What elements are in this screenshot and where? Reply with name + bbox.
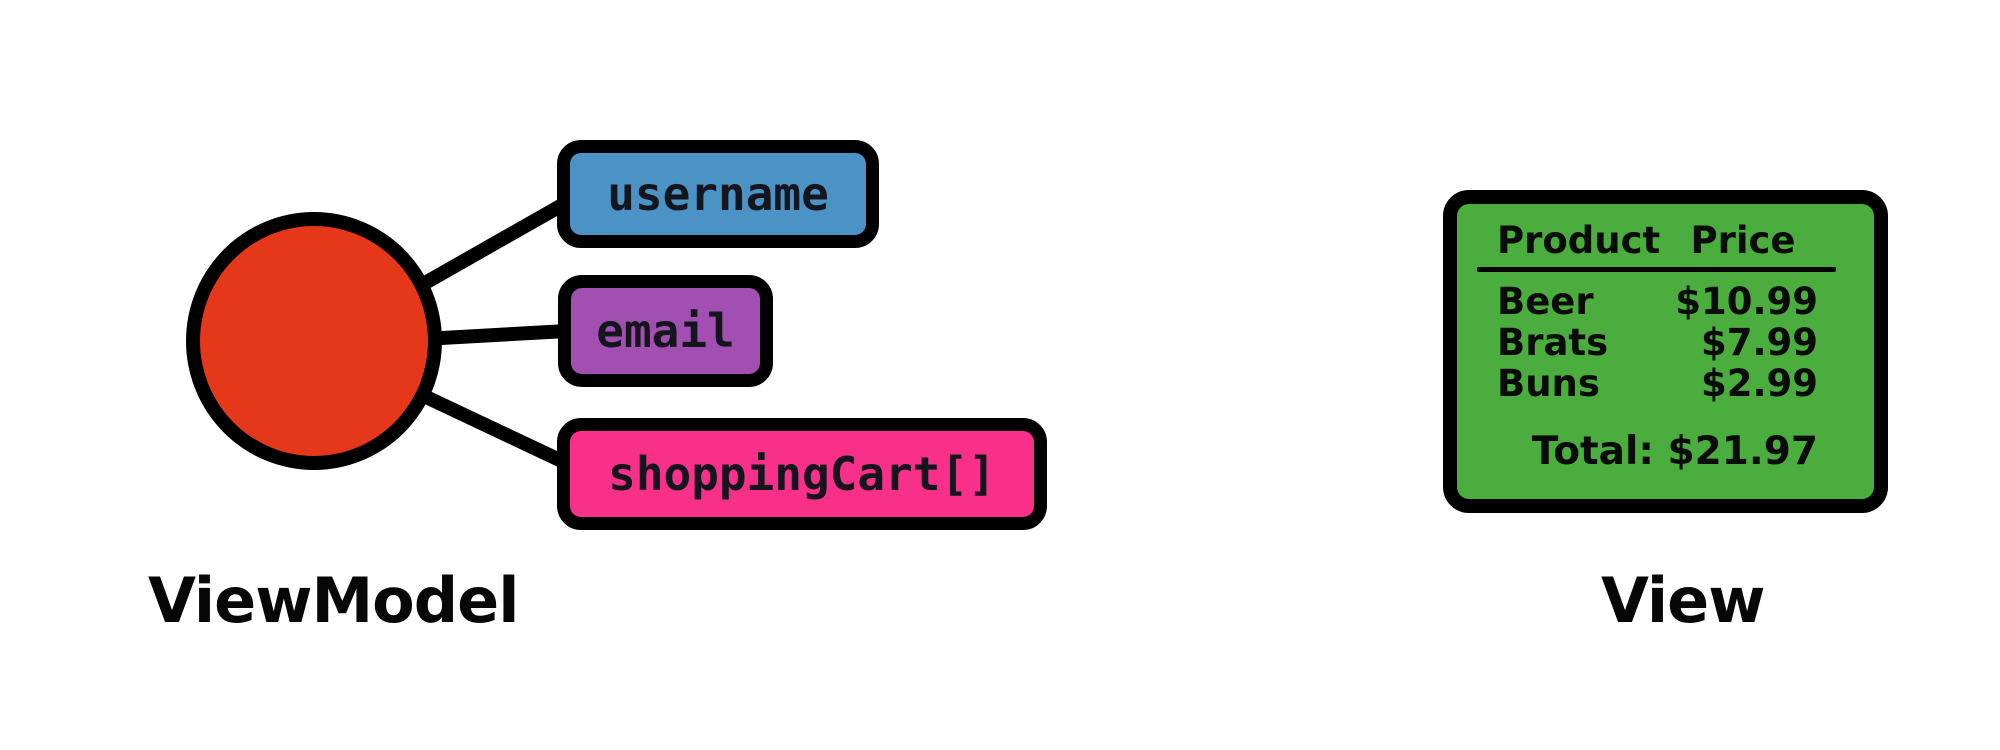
property-box-username: username [557,140,879,248]
property-label-username: username [607,167,829,221]
property-box-email: email [558,275,773,387]
product-cell: Beer [1497,280,1594,323]
view-caption: View [1601,564,1765,637]
price-cell: $7.99 [1700,321,1818,364]
property-label-shopping-cart: shoppingCart[] [608,447,996,501]
product-cell: Brats [1497,321,1609,364]
price-cell: $10.99 [1675,280,1818,323]
view-panel: Product Price Beer $10.99 Brats $7.99 Bu… [1443,190,1888,513]
price-cell: $2.99 [1700,362,1818,405]
table-header-product: Product [1497,219,1661,262]
property-box-shopping-cart: shoppingCart[] [557,418,1047,530]
table-row: Buns $2.99 [1497,363,1818,404]
product-cell: Buns [1497,362,1600,405]
viewmodel-caption: ViewModel [148,564,519,637]
table-header-row: Product Price [1497,220,1818,262]
table-row: Beer $10.99 [1497,281,1818,322]
property-label-email: email [596,304,735,358]
table-divider [1477,267,1836,272]
table-header-price: Price [1690,219,1796,262]
viewmodel-node [186,212,442,470]
total-row: Total: $21.97 [1531,429,1818,474]
table-row: Brats $7.99 [1497,322,1818,363]
